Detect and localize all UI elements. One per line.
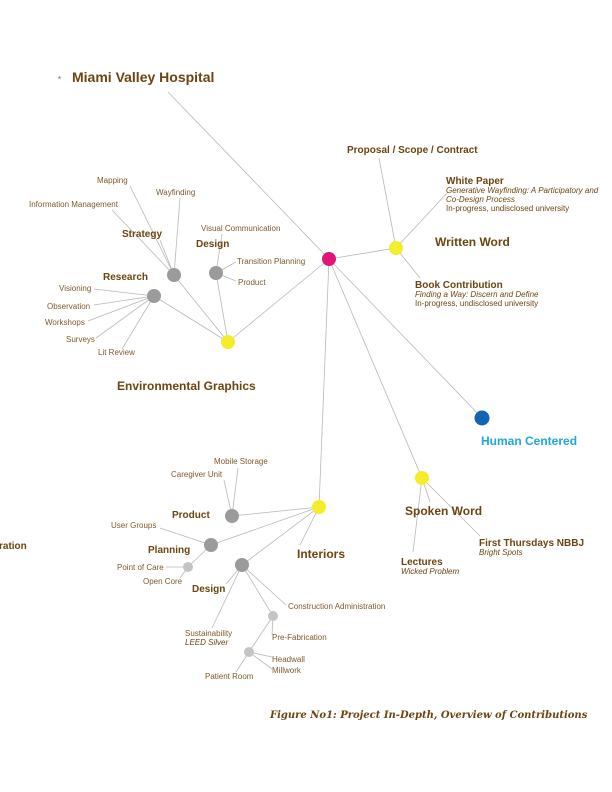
hub-node bbox=[322, 252, 336, 266]
edge-int-planning bbox=[210, 506, 320, 546]
clipped-left-label: ration bbox=[0, 541, 27, 552]
edge-strategy-infomgmt bbox=[111, 209, 175, 276]
written-word-node bbox=[389, 241, 403, 255]
spoken-word-node bbox=[415, 471, 429, 485]
edge-product-mobile bbox=[231, 467, 239, 517]
first-thursdays-subtitle: Bright Spots bbox=[479, 548, 523, 557]
white-paper-title: White Paper bbox=[446, 176, 504, 187]
edge-int-label bbox=[299, 506, 320, 546]
open-core-label: Open Core bbox=[143, 577, 183, 586]
product-node bbox=[225, 509, 239, 523]
prefabrication-node bbox=[268, 611, 278, 621]
edge-int-product bbox=[231, 506, 320, 517]
edge-strategy-mapping bbox=[129, 185, 175, 276]
edge-env-design bbox=[215, 272, 229, 343]
edge-spoken-firstthursdays bbox=[421, 477, 481, 537]
white-paper-note: In-progress, undisclosed university bbox=[446, 204, 569, 213]
planning-label: Planning bbox=[148, 545, 190, 556]
book-note: In-progress, undisclosed university bbox=[415, 299, 538, 308]
point-of-care-node bbox=[183, 562, 193, 572]
edge-hub-human bbox=[328, 258, 483, 419]
diagram-edges bbox=[87, 91, 483, 673]
interiors-node bbox=[312, 500, 326, 514]
diagram-nodes bbox=[147, 241, 490, 657]
book-subtitle: Finding a Way: Discern and Define bbox=[415, 290, 539, 299]
book-title: Book Contribution bbox=[415, 280, 503, 291]
visual-communication-label: Visual Communication bbox=[201, 224, 280, 233]
int-product-label: Product bbox=[172, 510, 210, 521]
edge-env-research bbox=[153, 295, 229, 343]
pre-fabrication-label: Pre-Fabrication bbox=[272, 633, 327, 642]
wayfinding-label: Wayfinding bbox=[156, 188, 195, 197]
edge-design-construction bbox=[241, 564, 287, 606]
interiors-label: Interiors bbox=[297, 547, 345, 561]
edge-hub-interiors bbox=[318, 258, 330, 508]
edge-prefab-room bbox=[248, 615, 274, 653]
planning-node bbox=[204, 538, 218, 552]
figure-caption: Figure No1: Project In-Depth, Overview o… bbox=[269, 710, 588, 721]
mobile-storage-label: Mobile Storage bbox=[214, 457, 268, 466]
visioning-label: Visioning bbox=[59, 284, 91, 293]
edge-planning-usergroups bbox=[159, 527, 212, 546]
surveys-label: Surveys bbox=[66, 335, 95, 344]
patient-room-node bbox=[244, 647, 254, 657]
human-centered-label: Human Centered bbox=[481, 434, 577, 448]
millwork-label: Millwork bbox=[272, 666, 302, 675]
edge-hub-title bbox=[167, 91, 330, 260]
page-title: Miami Valley Hospital bbox=[72, 69, 214, 85]
edge-research-observation bbox=[93, 295, 155, 306]
edge-research-workshops bbox=[87, 295, 155, 322]
lit-review-label: Lit Review bbox=[98, 348, 135, 357]
int-design-node bbox=[235, 558, 249, 572]
eg-design-label: Design bbox=[196, 239, 229, 250]
first-thursdays-title: First Thursdays NBBJ bbox=[479, 538, 584, 549]
human-centered-node bbox=[474, 410, 490, 426]
strategy-label: Strategy bbox=[122, 229, 162, 240]
workshops-label: Workshops bbox=[45, 318, 85, 327]
eg-product-label: Product bbox=[238, 278, 266, 287]
white-paper-subtitle-2: Co-Design Process bbox=[446, 195, 515, 204]
environmental-graphics-label: Environmental Graphics bbox=[117, 379, 256, 393]
edge-written-whitepaper bbox=[395, 191, 449, 249]
title-star: * bbox=[58, 75, 61, 84]
eg-design-node bbox=[209, 266, 223, 280]
spoken-word-label: Spoken Word bbox=[405, 504, 482, 518]
environmental-graphics-node bbox=[221, 335, 235, 349]
lectures-subtitle: Wicked Problem bbox=[401, 567, 460, 576]
edge-int-design bbox=[241, 506, 320, 566]
edge-design-prefab bbox=[241, 564, 274, 617]
caregiver-unit-label: Caregiver Unit bbox=[171, 470, 223, 479]
leed-silver-label: LEED Silver bbox=[185, 638, 228, 647]
edge-strategy-wayfinding bbox=[173, 197, 181, 276]
edge-design-sustain bbox=[211, 564, 243, 629]
written-word-label: Written Word bbox=[435, 235, 510, 249]
point-of-care-label: Point of Care bbox=[117, 563, 164, 572]
research-node bbox=[147, 289, 161, 303]
construction-administration-label: Construction Administration bbox=[288, 602, 385, 611]
transition-planning-label: Transition Planning bbox=[237, 257, 305, 266]
edge-spoken-lectures bbox=[412, 477, 423, 553]
strategy-node bbox=[167, 268, 181, 282]
sustainability-label: Sustainability bbox=[185, 629, 232, 638]
research-label: Research bbox=[103, 272, 148, 283]
information-management-label: Information Management bbox=[29, 200, 119, 209]
lectures-title: Lectures bbox=[401, 557, 443, 568]
edge-hub-spoken bbox=[328, 258, 423, 479]
mapping-label: Mapping bbox=[97, 176, 128, 185]
patient-room-label: Patient Room bbox=[205, 672, 254, 681]
user-groups-label: User Groups bbox=[111, 521, 156, 530]
proposal-label: Proposal / Scope / Contract bbox=[347, 145, 478, 156]
edge-env-strategy bbox=[173, 274, 229, 343]
edge-hub-written bbox=[328, 247, 397, 260]
headwall-label: Headwall bbox=[272, 655, 305, 664]
edge-research-visioning bbox=[93, 288, 155, 297]
edge-research-litreview bbox=[121, 295, 155, 350]
int-design-label: Design bbox=[192, 584, 225, 595]
observation-label: Observation bbox=[47, 302, 90, 311]
edge-hub-envgraphics bbox=[227, 258, 330, 343]
edge-research-surveys bbox=[95, 295, 155, 339]
white-paper-subtitle-1: Generative Wayfinding: A Participatory a… bbox=[446, 186, 599, 195]
edge-written-proposal bbox=[378, 157, 397, 249]
